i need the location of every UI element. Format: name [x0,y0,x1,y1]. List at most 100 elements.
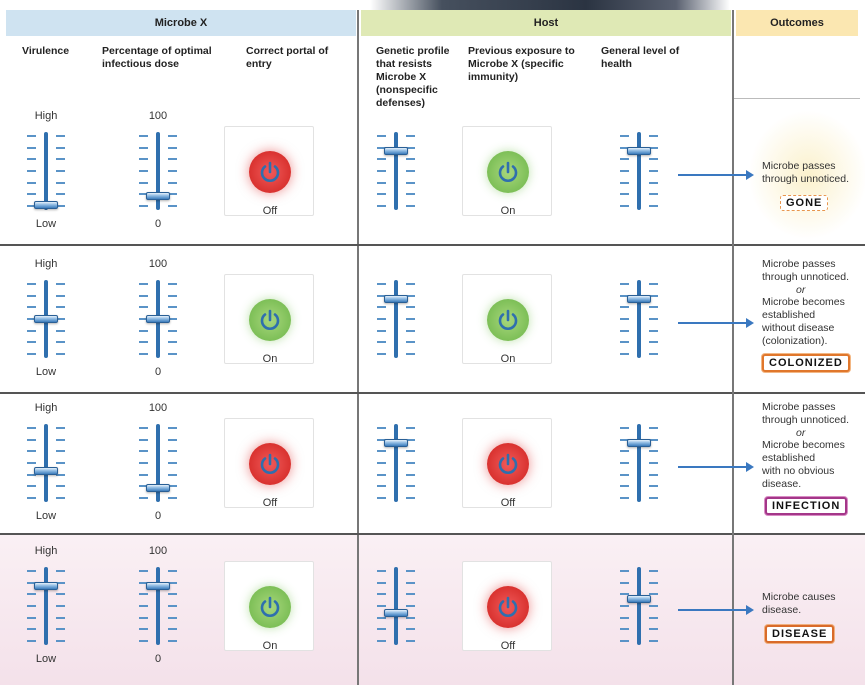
health-slider[interactable] [620,280,658,358]
slider-tick [649,485,658,487]
outcome-arrow [678,318,754,328]
exposure-power-button[interactable] [487,586,529,628]
outcome-badge-infection: INFECTION [765,497,848,515]
dose-slider[interactable] [139,424,177,502]
portal-power-button[interactable] [249,299,291,341]
slider-tick [377,593,386,595]
header-photo-strip [370,0,730,10]
portal-power-button[interactable] [249,443,291,485]
slider-thumb[interactable] [384,609,408,617]
exposure-power-box: On [462,126,552,217]
slider-tick [27,353,36,355]
slider-thumb[interactable] [627,147,651,155]
slider-thumb[interactable] [146,192,170,200]
portal-power-button[interactable] [249,151,291,193]
exposure-power-box: On [462,274,552,365]
slider-thumb[interactable] [34,467,58,475]
col-health: General level of health [601,45,680,70]
dose-slider[interactable] [139,132,177,210]
health-slider[interactable] [620,567,658,645]
portal-power-state: On [262,640,278,652]
slider-tick [377,462,386,464]
slider-tick [56,593,65,595]
header-microbe: Microbe X [6,10,356,36]
slider-thumb[interactable] [34,582,58,590]
slider-thumb[interactable] [627,295,651,303]
header-outcomes: Outcomes [736,10,858,36]
slider-thumb[interactable] [627,439,651,447]
slider-thumb[interactable] [384,439,408,447]
slider-track [156,132,160,210]
slider-tick [27,283,36,285]
health-slider[interactable] [620,132,658,210]
slider-tick [27,135,36,137]
outcome-divider-3 [734,533,865,535]
slider-tick [406,605,415,607]
exposure-power-button[interactable] [487,299,529,341]
power-icon [498,596,518,617]
slider-tick [620,439,629,441]
slider-tick [649,439,658,441]
slider-thumb[interactable] [384,295,408,303]
virulence-slider[interactable] [27,132,65,210]
portal-power-state: On [262,353,278,365]
health-slider[interactable] [620,424,658,502]
slider-tick [27,570,36,572]
dose-low-label: 0 [154,366,162,378]
genetic-slider[interactable] [377,280,415,358]
portal-power-button[interactable] [249,586,291,628]
slider-tick [27,640,36,642]
genetic-slider[interactable] [377,132,415,210]
slider-tick [56,582,65,584]
slider-tick [377,182,386,184]
dose-slider[interactable] [139,280,177,358]
virulence-slider[interactable] [27,280,65,358]
power-icon [498,161,518,182]
slider-tick [406,330,415,332]
slider-tick [406,283,415,285]
slider-tick [620,330,629,332]
divider-host-outcomes [732,10,734,685]
virulence-low-label: Low [35,366,57,378]
slider-thumb[interactable] [146,484,170,492]
slider-tick [56,182,65,184]
virulence-slider[interactable] [27,424,65,502]
genetic-slider[interactable] [377,424,415,502]
outcome-line: Microbe passes [762,401,836,413]
slider-tick [406,158,415,160]
slider-thumb[interactable] [384,147,408,155]
slider-tick [377,135,386,137]
slider-tick [406,450,415,452]
slider-tick [168,193,177,195]
slider-tick [377,570,386,572]
slider-tick [649,306,658,308]
arrow-head [746,462,754,472]
slider-tick [168,295,177,297]
exposure-power-button[interactable] [487,443,529,485]
slider-tick [620,318,629,320]
slider-tick [406,628,415,630]
slider-thumb[interactable] [34,201,58,209]
slider-tick [27,474,36,476]
slider-tick [649,318,658,320]
slider-tick [56,283,65,285]
dose-low-label: 0 [154,218,162,230]
slider-thumb[interactable] [627,595,651,603]
slider-tick [56,147,65,149]
dose-slider[interactable] [139,567,177,645]
row-divider-2 [0,392,732,394]
slider-thumb[interactable] [146,582,170,590]
slider-thumb[interactable] [146,315,170,323]
outcome-line: with no obvious [762,464,835,477]
slider-tick [139,497,148,499]
slider-tick [27,330,36,332]
slider-tick [168,170,177,172]
exposure-power-button[interactable] [487,151,529,193]
slider-tick [139,170,148,172]
arrow-head [746,318,754,328]
virulence-slider[interactable] [27,567,65,645]
genetic-slider[interactable] [377,567,415,645]
virulence-high-label: High [34,545,58,557]
slider-thumb[interactable] [34,315,58,323]
